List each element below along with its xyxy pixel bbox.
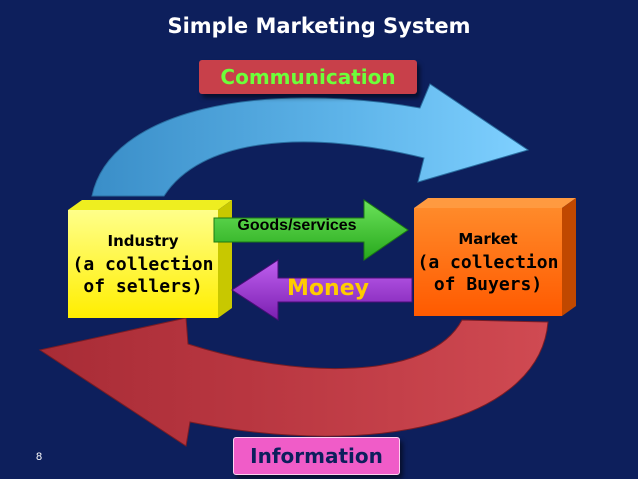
industry-box [68, 200, 232, 318]
market-description: (a collection of Buyers) [414, 252, 562, 296]
market-title: Market [458, 230, 518, 248]
goods-services-arrow [213, 199, 409, 261]
money-arrow [231, 259, 413, 321]
page-number: 8 [36, 451, 43, 463]
communication-label: Communication [199, 60, 417, 94]
market-line-1: (a collection [417, 252, 559, 273]
industry-line-2: of sellers) [83, 276, 203, 297]
information-arrow [38, 317, 549, 447]
communication-arrow [91, 83, 530, 197]
industry-title: Industry [107, 232, 179, 250]
goods-services-label: Goods/services [237, 217, 357, 234]
industry-description: (a collection of sellers) [68, 254, 218, 298]
market-box [414, 198, 576, 316]
slide-title: Simple Marketing System [167, 14, 471, 38]
information-label: Information [233, 437, 400, 475]
market-line-2: of Buyers) [433, 274, 543, 295]
industry-line-1: (a collection [72, 254, 214, 275]
money-label: Money [287, 276, 369, 301]
